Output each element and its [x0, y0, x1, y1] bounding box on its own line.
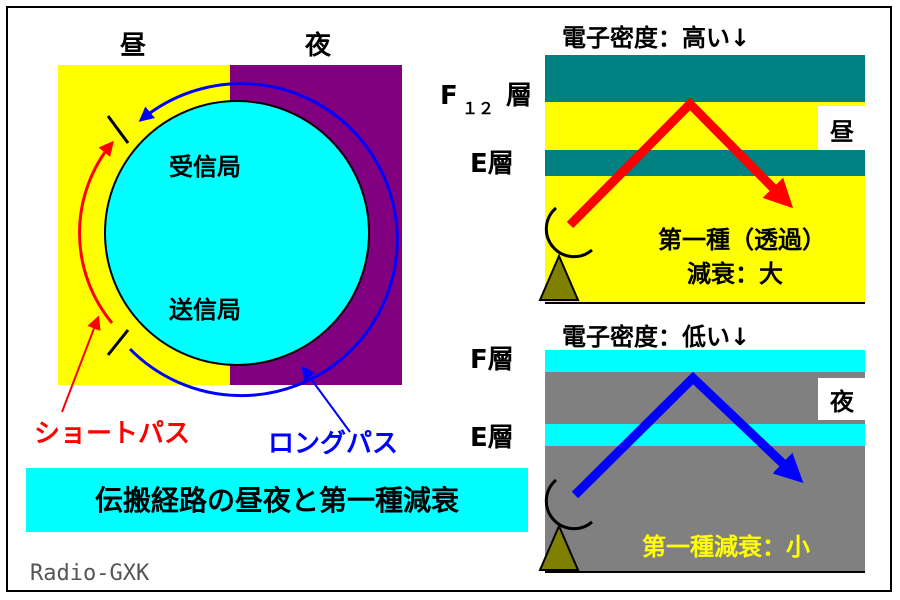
f-label-night: F層 — [470, 345, 514, 375]
top-density-label: 電子密度：高い↓ — [562, 24, 750, 52]
sender-antenna — [106, 329, 130, 356]
f12-layer — [545, 55, 865, 102]
night-side-box — [818, 378, 866, 420]
night-antenna-base — [538, 523, 580, 571]
credit: Radio-GXK — [30, 561, 150, 586]
caption: 伝搬経路の昼夜と第一種減衰 — [95, 484, 460, 517]
receiver-label: 受信局 — [169, 153, 241, 181]
f12-label-main: F — [440, 81, 458, 111]
e-layer-day — [545, 150, 865, 176]
receiver-antenna — [106, 115, 130, 144]
e-layer-night — [545, 424, 865, 446]
earth-circle — [104, 100, 370, 366]
day-side-box — [818, 106, 866, 150]
outer-frame — [6, 6, 892, 592]
sender-label: 送信局 — [169, 296, 241, 324]
night-antenna-dish — [544, 478, 593, 531]
f-layer-night — [545, 350, 865, 372]
short-path-pointer — [61, 315, 101, 413]
night-attenuation-label: 第一種減衰：小 — [642, 533, 810, 561]
caption-box — [26, 468, 528, 532]
day-antenna-base — [538, 253, 580, 301]
f12-label-tail: 層 — [506, 81, 532, 111]
day-attenuation-line2: 減衰：大 — [687, 260, 783, 288]
label-night: 夜 — [304, 30, 332, 61]
label-day: 昼 — [120, 31, 147, 61]
long-path-label: ロングパス — [268, 429, 398, 459]
bottom-density-label: 電子密度：低い↓ — [562, 323, 750, 351]
day-side-label: 昼 — [830, 118, 854, 146]
night-ray — [571, 371, 804, 499]
short-path-label: ショートパス — [34, 419, 190, 449]
day-antenna-dish — [544, 206, 593, 259]
day-ray — [566, 97, 794, 229]
e-label-day: E層 — [470, 149, 514, 179]
night-side-label: 夜 — [829, 388, 855, 416]
e-label-night: E層 — [470, 423, 514, 453]
f12-label-sub: １２ — [462, 99, 494, 118]
long-path-pointer — [301, 365, 351, 433]
day-attenuation-line1: 第一種（透過） — [658, 226, 826, 254]
long-path-arc — [128, 82, 399, 398]
short-path-arc — [78, 140, 114, 324]
